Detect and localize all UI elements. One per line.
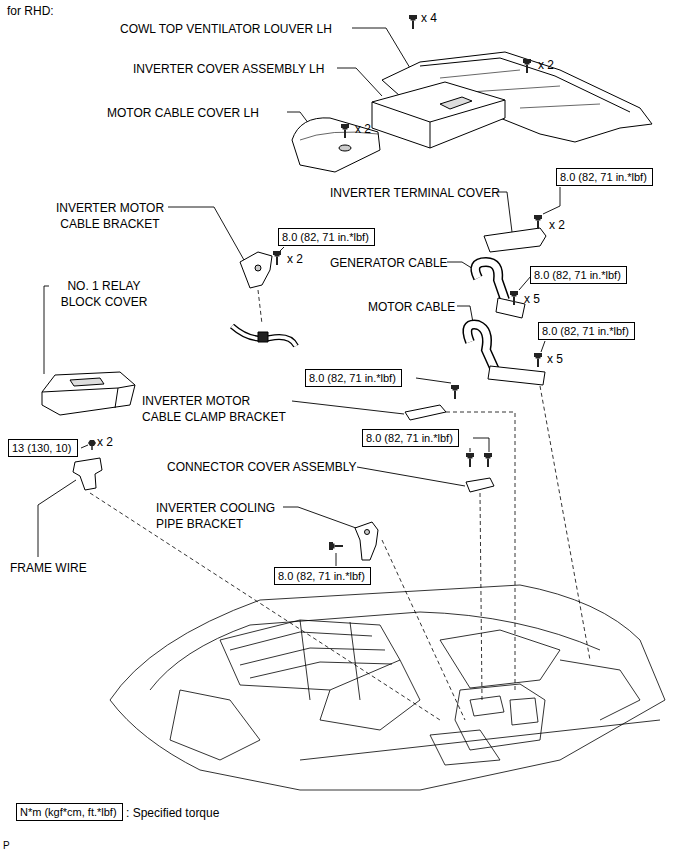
- part-label: CONNECTOR COVER ASSEMBLY: [167, 459, 357, 475]
- torque-box: 8.0 (82, 71 in.*lbf): [305, 369, 402, 387]
- torque-box: 8.0 (82, 71 in.*lbf): [278, 228, 375, 246]
- part-label: P: [3, 838, 10, 854]
- quantity-mark: x 2: [287, 251, 303, 267]
- torque-value: 8.0 (82, 71 in.*lbf): [366, 431, 455, 445]
- part-label: MOTOR CABLE: [368, 299, 455, 315]
- torque-box: 8.0 (82, 71 in.*lbf): [530, 266, 627, 284]
- torque-value: 8.0 (82, 71 in.*lbf): [534, 268, 623, 282]
- fasteners: [88, 15, 542, 550]
- torque-value: 8.0 (82, 71 in.*lbf): [282, 230, 371, 244]
- quantity-mark: x 2: [538, 57, 554, 73]
- torque-box: 13 (130, 10): [8, 439, 78, 457]
- quantity-mark: x 2: [97, 434, 113, 450]
- part-label: NO. 1 RELAY BLOCK COVER: [50, 278, 158, 310]
- parts: [42, 52, 652, 560]
- engine-bay-sketch: [110, 585, 665, 790]
- part-label: MOTOR CABLE COVER LH: [107, 105, 259, 121]
- torque-legend-box: N*m (kgf*cm, ft.*lbf): Specified torque: [16, 803, 123, 821]
- quantity-mark: x 5: [547, 351, 563, 367]
- assembly-dashed-lines: [90, 290, 590, 720]
- part-label: FRAME WIRE: [10, 560, 87, 576]
- leader-lines: [38, 28, 560, 566]
- part-label: INVERTER MOTOR CABLE BRACKET: [50, 200, 170, 232]
- quantity-mark: x 2: [355, 121, 371, 137]
- torque-value: 8.0 (82, 71 in.*lbf): [309, 371, 398, 385]
- legend-text: : Specified torque: [126, 805, 219, 821]
- part-label: COWL TOP VENTILATOR LOUVER LH: [120, 21, 332, 37]
- part-label: INVERTER MOTOR CABLE CLAMP BRACKET: [142, 393, 292, 425]
- torque-box: 8.0 (82, 71 in.*lbf): [362, 429, 459, 447]
- torque-box: 8.0 (82, 71 in.*lbf): [274, 567, 371, 585]
- part-label: GENERATOR CABLE: [330, 255, 448, 271]
- part-label: INVERTER COOLING PIPE BRACKET: [156, 500, 282, 532]
- torque-value: 13 (130, 10): [12, 441, 74, 455]
- part-label: INVERTER COVER ASSEMBLY LH: [133, 61, 324, 77]
- quantity-mark: x 5: [524, 291, 540, 307]
- torque-box: 8.0 (82, 71 in.*lbf): [538, 322, 635, 340]
- quantity-mark: x 4: [421, 10, 437, 26]
- part-label: INVERTER TERMINAL COVER: [330, 185, 500, 201]
- torque-box: 8.0 (82, 71 in.*lbf): [556, 168, 653, 186]
- part-label: for RHD:: [7, 3, 54, 19]
- torque-value: N*m (kgf*cm, ft.*lbf): [20, 805, 119, 819]
- torque-value: 8.0 (82, 71 in.*lbf): [542, 324, 631, 338]
- torque-value: 8.0 (82, 71 in.*lbf): [560, 170, 649, 184]
- quantity-mark: x 2: [549, 217, 565, 233]
- torque-value: 8.0 (82, 71 in.*lbf): [278, 569, 367, 583]
